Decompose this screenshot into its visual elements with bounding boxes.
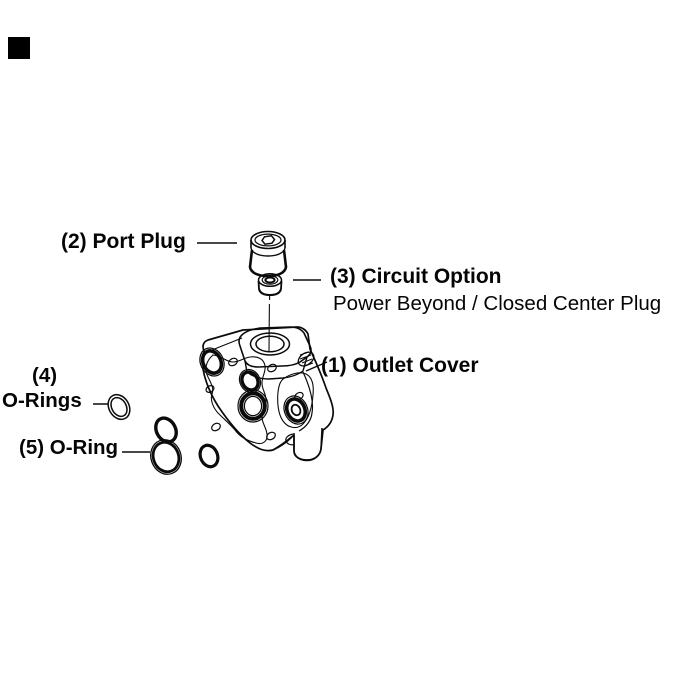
label-o-rings: O-Rings	[2, 389, 82, 412]
top-boss	[238, 326, 312, 380]
label-o-rings-number: (4)	[32, 364, 58, 387]
o-ring-small-thick	[198, 443, 220, 469]
cover-ports	[199, 347, 309, 425]
o-ring-small-thin	[107, 393, 131, 421]
label-circuit-option-subtext: Power Beyond / Closed Center Plug	[333, 292, 662, 315]
label-outlet-cover: (1) Outlet Cover	[321, 354, 479, 377]
label-port-plug: (2) Port Plug	[61, 230, 186, 253]
label-o-ring: (5) O-Ring	[19, 436, 119, 459]
black-marker-square	[8, 37, 30, 59]
o-rings-drawing	[107, 393, 220, 475]
circuit-option-plug-drawing	[257, 272, 283, 297]
outlet-cover-drawing	[199, 326, 335, 462]
o-ring-medium	[154, 416, 178, 444]
leader-lines	[93, 242, 328, 453]
port-plug-drawing	[248, 230, 288, 278]
o-ring-large	[150, 439, 182, 475]
label-circuit-option: (3) Circuit Option	[330, 265, 502, 288]
